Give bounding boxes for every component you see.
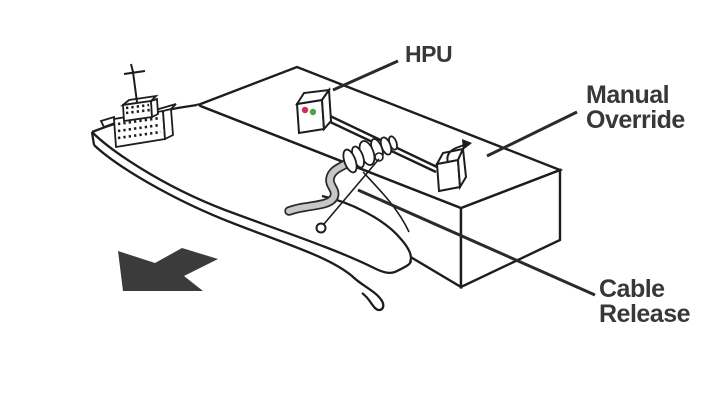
superstructure [99, 63, 177, 149]
label-cable-release-line1: Cable [599, 275, 665, 303]
pull-pin-ring-icon [315, 222, 327, 234]
hpu-green-light-icon [309, 108, 317, 116]
label-hpu: HPU [405, 41, 452, 67]
hpu-side-face [320, 87, 333, 132]
hull-bottom-line [93, 144, 385, 312]
hpu-unit [294, 87, 333, 135]
deckhouse-side [162, 107, 174, 141]
leader-manual-override [486, 110, 578, 158]
hull-fill [92, 105, 413, 310]
bridge-side [150, 97, 159, 119]
leader-cable-release [357, 188, 596, 297]
override-arrow-icon [462, 139, 472, 150]
vessel [90, 63, 413, 312]
cable-slack-drop [362, 171, 410, 233]
leader-lines [332, 59, 596, 297]
override-front-face [435, 158, 462, 193]
cable-release-coupling [284, 135, 398, 234]
override-side-face [456, 145, 468, 191]
hpu-front-face [295, 98, 326, 135]
stern-deck-curve [321, 194, 413, 263]
hpu-red-light-icon [301, 106, 309, 114]
hull-sheer-line [91, 131, 413, 275]
crank-handle [286, 160, 351, 214]
override-arrow-shaft [446, 144, 465, 164]
window-rows [117, 103, 162, 140]
pull-pin-lanyard [323, 158, 380, 225]
label-manual-override-line1: Manual [586, 81, 669, 109]
manual-override-unit [435, 139, 472, 193]
release-knob [374, 152, 384, 162]
leader-hpu [332, 59, 399, 92]
hull-bow-stem [90, 131, 96, 146]
mast [123, 63, 146, 103]
deck-unit-top-face [194, 65, 564, 210]
direction-arrow-icon [118, 248, 218, 291]
label-cable-release-line2: Release [599, 300, 691, 328]
label-manual-override-line2: Override [586, 106, 685, 134]
